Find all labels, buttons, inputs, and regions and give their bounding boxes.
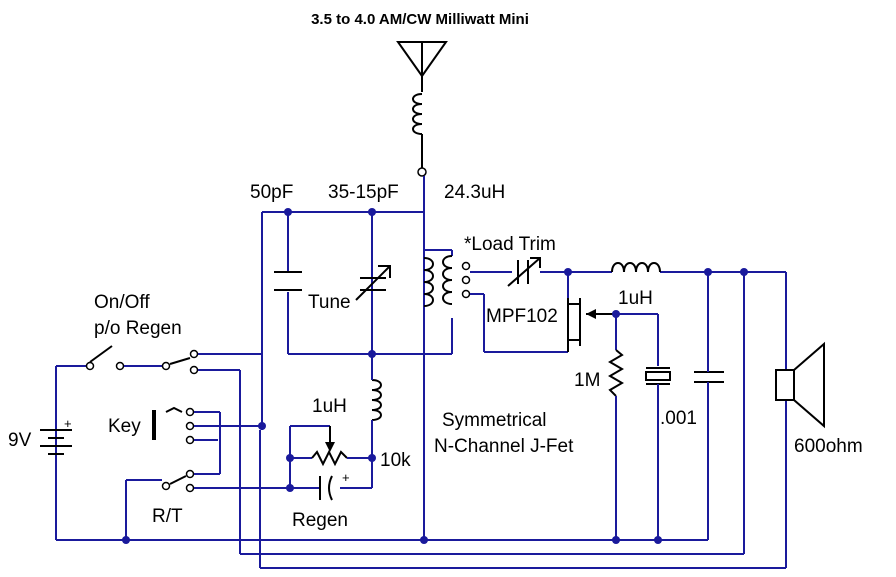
svg-text:+: + xyxy=(64,416,72,431)
junction-dots xyxy=(122,208,748,544)
label-load-trim: *Load Trim xyxy=(464,234,556,255)
bypass-capacitor-gate xyxy=(645,367,671,385)
label-tank-inductance: 24.3uH xyxy=(444,182,505,203)
load-trim-capacitor xyxy=(507,257,541,287)
label-resistor-1m: 1M xyxy=(574,370,600,391)
label-output-rfc: 1uH xyxy=(618,288,653,309)
speaker-600ohm xyxy=(775,341,825,429)
coil-tap-mid xyxy=(461,275,471,285)
label-50pf: 50pF xyxy=(250,182,293,203)
antenna-coupling-coil xyxy=(412,93,423,168)
output-rfc-coil xyxy=(611,262,661,273)
tank-coil xyxy=(423,255,453,307)
label-battery: 9V xyxy=(8,430,32,451)
note-line-1: Symmetrical xyxy=(442,410,547,431)
label-jfet: MPF102 xyxy=(486,306,558,327)
label-key: Key xyxy=(108,416,141,437)
resistor-1m xyxy=(608,349,624,397)
regen-capacitor: + xyxy=(319,470,350,501)
jfet-mpf102 xyxy=(567,298,616,352)
antenna-terminal xyxy=(417,167,427,177)
label-tune: Tune xyxy=(308,292,351,313)
tank-circuit-wiring xyxy=(261,176,453,540)
capacitor-50pf xyxy=(274,271,302,291)
antenna-symbol xyxy=(396,41,448,92)
label-rt: R/T xyxy=(152,506,183,527)
label-capacitor-001: .001 xyxy=(660,408,697,429)
label-regen-rfc: 1uH xyxy=(312,396,347,417)
svg-text:+: + xyxy=(342,470,350,485)
diagram-title: 3.5 to 4.0 AM/CW Milliwatt Mini xyxy=(311,11,529,28)
label-tune-range: 35-15pF xyxy=(328,182,399,203)
label-switch: On/Off xyxy=(94,292,150,313)
regen-rfc-coil xyxy=(371,379,382,421)
rt-switch xyxy=(125,469,320,540)
output-wiring xyxy=(470,271,786,353)
label-switch-sub: p/o Regen xyxy=(94,318,182,339)
battery-9v: + xyxy=(40,416,72,455)
coil-tap-bottom xyxy=(461,289,471,299)
tune-variable-capacitor xyxy=(355,265,391,301)
key-switch xyxy=(152,406,262,474)
label-pot: 10k xyxy=(380,450,411,471)
coil-tap-top xyxy=(461,261,471,271)
label-speaker: 600ohm xyxy=(794,436,863,457)
on-off-switch xyxy=(56,345,262,430)
label-regen: Regen xyxy=(292,510,348,531)
capacitor-001 xyxy=(694,371,724,383)
note-line-2: N-Channel J-Fet xyxy=(434,436,574,457)
